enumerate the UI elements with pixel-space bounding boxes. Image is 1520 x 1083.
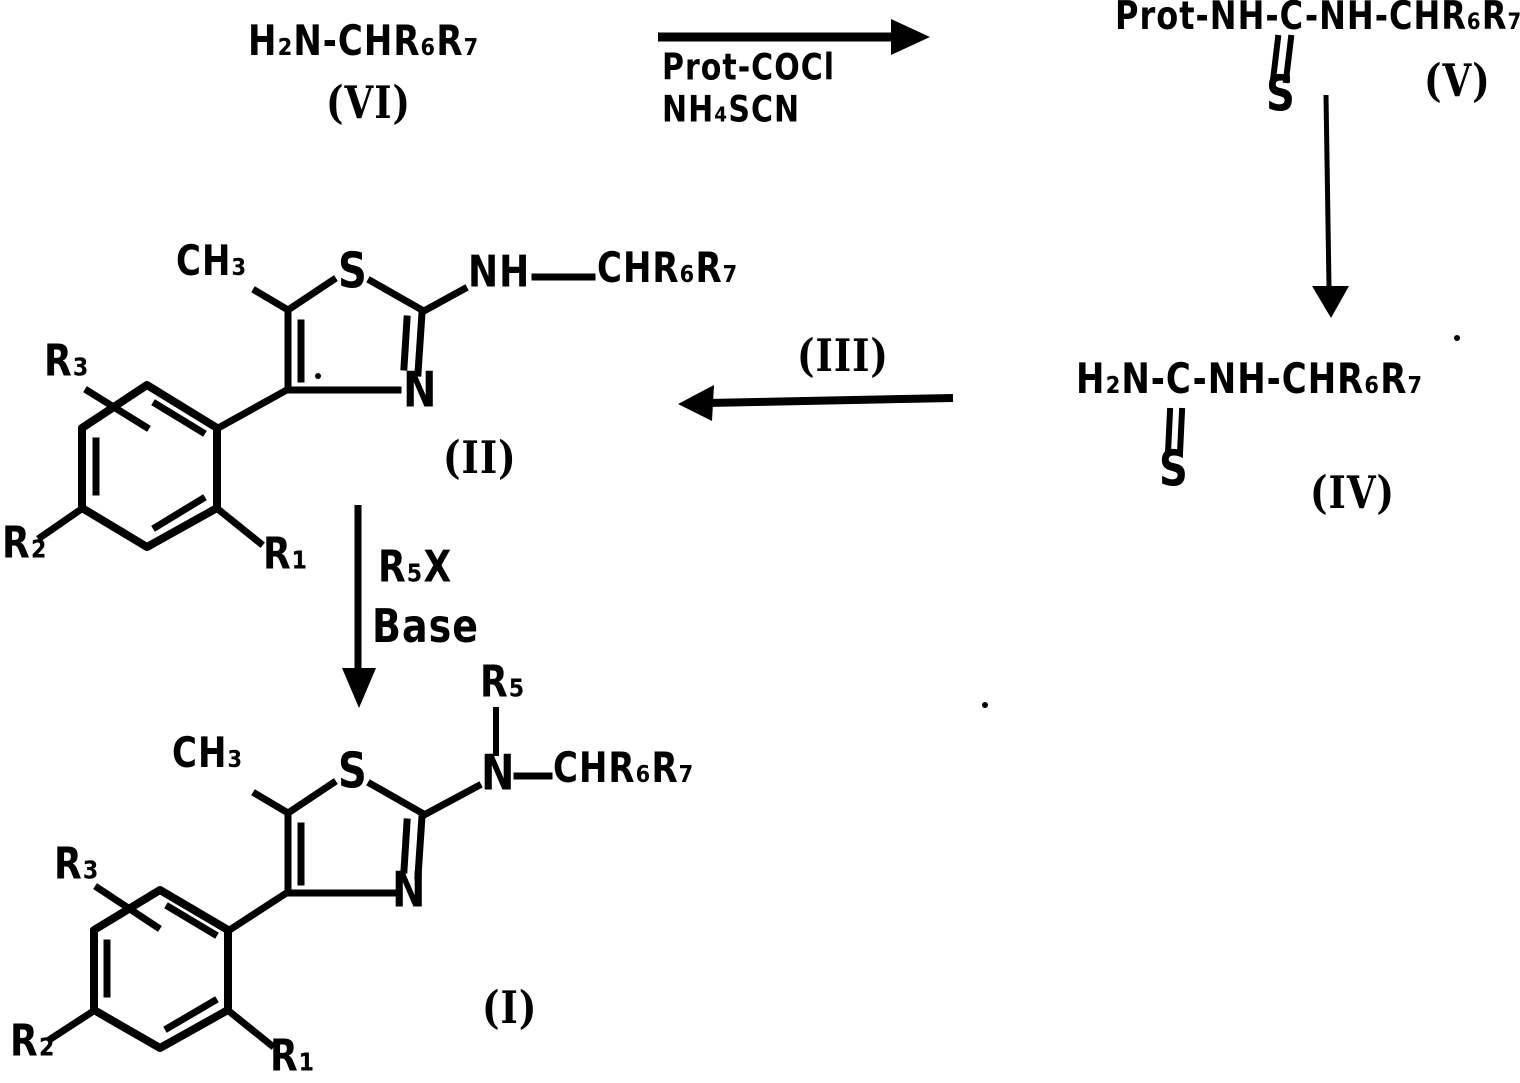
bond-c5-s: [283, 275, 338, 315]
compound-i-methyl: CH₃: [172, 729, 244, 779]
compound-v-thione-s: S: [1266, 66, 1296, 123]
compound-ii-ring-s: S: [338, 243, 368, 300]
double-bond-inner: [163, 996, 219, 1033]
compound-v-formula: Prot-NH-C-NH-CHR₆R₇: [1115, 0, 1520, 39]
bond-c2-n3: [414, 309, 426, 377]
arrow-iv-to-ii: [678, 385, 954, 421]
bond-c2-n: [419, 781, 483, 820]
compound-ii-methyl: CH₃: [176, 237, 248, 287]
speck: [982, 702, 988, 708]
bond-methyl-c5: [251, 789, 293, 818]
compound-i-r1: R₁: [270, 1031, 316, 1082]
compound-i-thiazole-bonds: [226, 707, 553, 934]
bond-r3: [93, 883, 162, 932]
compound-i-label: (I): [482, 980, 538, 1034]
double-bond-line: [1164, 407, 1174, 457]
bond-r1: [214, 505, 265, 548]
double-bond-inner: [164, 902, 219, 939]
compound-ii-ring-n: N: [403, 362, 438, 419]
compound-v-label: (V): [1424, 53, 1491, 107]
arrow-head: [1312, 286, 1349, 318]
benzene-ring: [78, 381, 221, 551]
arrow-shaft: [705, 394, 954, 407]
compound-v-thione-bond: [1269, 34, 1295, 84]
arrow-head: [678, 385, 714, 421]
arrow-head: [891, 19, 930, 55]
speck: [1454, 335, 1460, 341]
benzene-ring: [90, 886, 232, 1052]
double-bond-inner: [400, 818, 411, 874]
bond-s-c2: [366, 779, 427, 818]
compound-i-r2: R₂: [10, 1016, 56, 1067]
arrow-v-to-iv: [1312, 94, 1349, 318]
compound-iv-thione-s: S: [1159, 441, 1189, 498]
arrow-ii-to-i: [342, 505, 376, 708]
bond-r2: [36, 505, 85, 542]
bond-s-c2: [366, 276, 427, 315]
compound-ii-r3: R₃: [44, 336, 90, 387]
compound-ii-phenyl-bonds: [36, 381, 265, 551]
arrow-head: [342, 668, 376, 708]
compound-ii-r1: R₁: [263, 529, 309, 580]
compound-iv-label: (IV): [1310, 465, 1396, 519]
reagent-nh4scn: NH₄SCN: [662, 88, 801, 132]
compound-iv-thione-bond: [1164, 407, 1186, 457]
compound-i-exo-n: N: [481, 745, 516, 802]
double-bond-inner: [151, 494, 207, 532]
double-bond-line: [1282, 34, 1295, 84]
compound-vi-label: (VI): [326, 75, 412, 129]
compound-ii-r2: R₂: [2, 518, 48, 569]
bond-r1: [225, 1007, 276, 1050]
reagent-r5x: R₅X: [378, 542, 453, 593]
compound-ii-thiazole-bonds: [215, 273, 596, 432]
compound-iv-formula: H₂N-C-NH-CHR₆R₇: [1076, 355, 1424, 405]
reaction-iii-label: (III): [797, 328, 889, 382]
arrow-vi-to-v: [658, 19, 930, 55]
bond-methyl-c5: [251, 286, 293, 315]
compound-i-ring-s: S: [338, 743, 368, 800]
reagent-prot-cocl: Prot-COCl: [662, 46, 836, 90]
scan-specks: [315, 335, 1460, 708]
double-bond-line: [1269, 34, 1282, 84]
reagent-base: Base: [372, 599, 479, 654]
double-bond-inner: [151, 399, 207, 437]
compound-i-phenyl-bonds: [47, 883, 276, 1052]
bond-c2-n3: [414, 812, 426, 880]
bond-c5-s: [283, 778, 338, 818]
compound-i-r3: R₃: [54, 839, 100, 890]
bond-r2: [47, 1007, 97, 1043]
bond-c2-nh: [419, 284, 469, 316]
compound-vi-formula: H₂N-CHR₆R₇: [248, 17, 480, 67]
compound-i-r5: R₅: [480, 657, 526, 708]
compound-ii-nh: NH: [468, 247, 531, 298]
compound-ii-label: (II): [443, 430, 517, 484]
bond-c4-aryl: [215, 386, 290, 432]
arrow-shaft: [1323, 94, 1332, 288]
double-bond-line: [1176, 407, 1186, 457]
compound-i-side-chain: CHR₆R₇: [553, 744, 695, 794]
speck: [315, 373, 321, 379]
compound-ii-side-chain: CHR₆R₇: [597, 244, 739, 294]
double-bond-inner: [400, 315, 411, 371]
compound-i-ring-n: N: [392, 862, 427, 919]
bond-r3: [83, 386, 151, 432]
bond-c4-aryl: [226, 889, 290, 934]
